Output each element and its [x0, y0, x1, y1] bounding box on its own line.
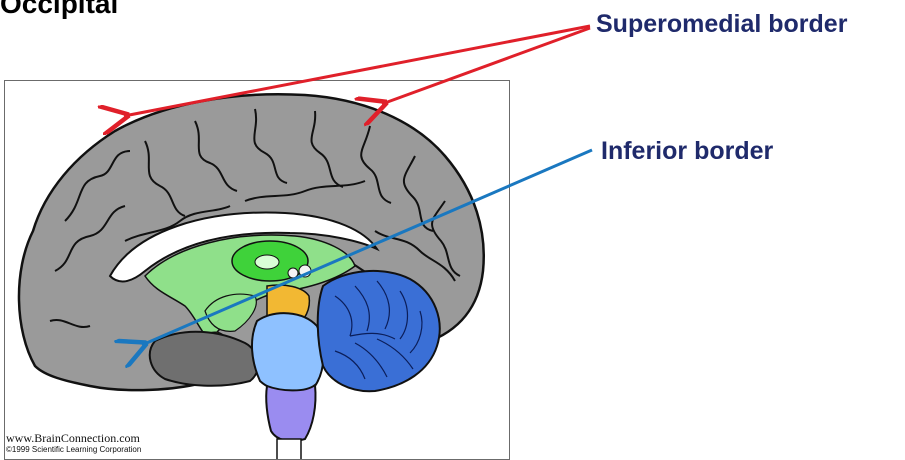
superomedial-border-label: Superomedial border [596, 10, 847, 39]
inferior-border-label: Inferior border [601, 137, 773, 166]
inferior-arrow [142, 150, 592, 345]
superomedial-arrow-left [124, 26, 590, 116]
superomedial-arrow-right [382, 28, 590, 104]
